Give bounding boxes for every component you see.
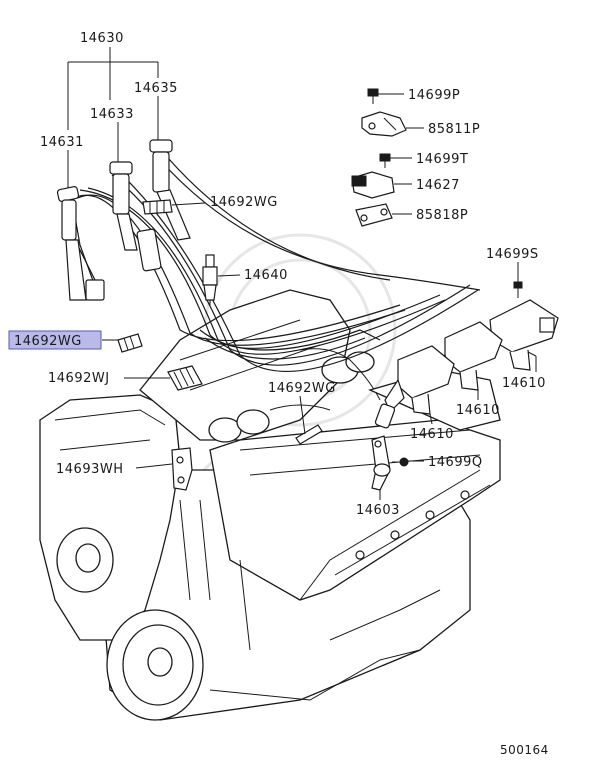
label-14633[interactable]: 14633 [90, 107, 134, 122]
label-14610-middle[interactable]: 14610 [456, 403, 500, 418]
selected-label-highlight [8, 330, 102, 350]
plug-wire-boots [56, 139, 191, 301]
label-14631[interactable]: 14631 [40, 135, 84, 150]
leader-lines [67, 47, 537, 500]
crank-angle-sensor [351, 171, 395, 199]
head-bolts [355, 490, 470, 560]
label-14640[interactable]: 14640 [244, 268, 288, 283]
bolt-q [392, 457, 409, 467]
label-14635[interactable]: 14635 [134, 81, 178, 96]
label-14699q[interactable]: 14699Q [428, 455, 483, 470]
label-14603[interactable]: 14603 [356, 503, 400, 518]
label-85818p[interactable]: 85818P [416, 208, 468, 223]
bracket-85818p [355, 203, 393, 227]
diagram-id: 500164 [500, 743, 549, 757]
label-14699s[interactable]: 14699S [486, 247, 539, 262]
label-14699p[interactable]: 14699P [408, 88, 460, 103]
bolt-t [379, 153, 391, 168]
label-14693wh[interactable]: 14693WH [56, 462, 123, 477]
wire-clip-wj [167, 365, 203, 391]
label-14699t[interactable]: 14699T [416, 152, 468, 167]
part-labels: 14630 14635 14633 14631 14692WG 14640 14… [14, 31, 549, 757]
label-85811p[interactable]: 85811P [428, 122, 480, 137]
bracket-85811p [361, 111, 407, 137]
label-14692wj[interactable]: 14692WJ [48, 371, 110, 386]
label-14627[interactable]: 14627 [416, 178, 460, 193]
wire-clip-middle [295, 424, 323, 445]
wire-bracket [171, 447, 193, 491]
label-14630[interactable]: 14630 [80, 31, 124, 46]
label-14692wg-upper[interactable]: 14692WG [210, 195, 278, 210]
engine-block [39, 289, 501, 721]
bolt-p [367, 88, 379, 104]
spark-plug [202, 254, 218, 306]
label-14610-lower[interactable]: 14610 [410, 427, 454, 442]
label-14692wg-middle[interactable]: 14692WG [268, 381, 336, 396]
label-14692wg-selected[interactable]: 14692WG [14, 334, 82, 349]
label-14610-right[interactable]: 14610 [502, 376, 546, 391]
wire-clip-upper [142, 199, 173, 215]
wire-clip-selected[interactable] [117, 333, 143, 353]
ignition-coils [374, 299, 559, 429]
bolt-s [513, 281, 523, 298]
